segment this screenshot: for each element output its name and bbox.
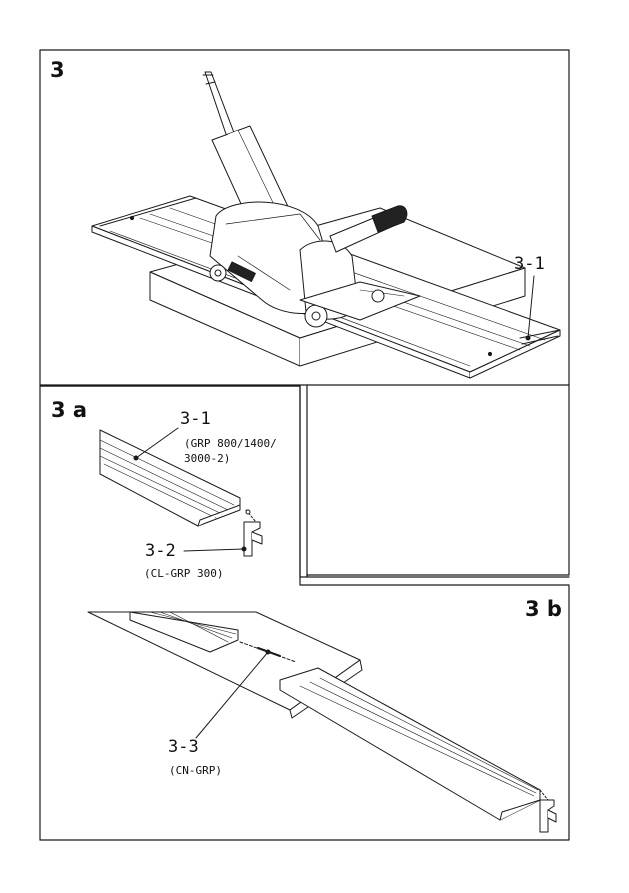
clamp-3b [539, 789, 557, 833]
callout-3-2: 3-2 [145, 541, 176, 561]
callout-3-1a-leader [133, 427, 179, 461]
panel-3-frame [39, 49, 570, 386]
panel-3-right-extension [306, 384, 570, 578]
rail-left-3b [129, 611, 239, 653]
rail-3a [99, 429, 241, 527]
callout-3-3: 3-3 [168, 737, 199, 757]
connector-model-note: (CN-GRP) [169, 764, 222, 777]
clamp-3-2 [243, 509, 263, 557]
callout-3-1: 3-1 [514, 254, 545, 274]
wall-chaser-machine [202, 71, 421, 328]
callout-3-1a: 3-1 [180, 409, 211, 429]
clamp-model-note: (CL-GRP 300) [144, 567, 224, 580]
panel-3a-number: 3 a [51, 398, 88, 422]
callout-3-1-leader [525, 275, 535, 341]
callout-3-3-leader [195, 649, 271, 739]
panel-3-number: 3 [50, 58, 65, 82]
panel-3-3a-outline [39, 385, 570, 841]
rail-model-note-line2: 3000-2) [184, 452, 231, 465]
rail-model-note-line1: (GRP 800/1400/ [184, 437, 277, 450]
rail-right-3b [279, 667, 541, 821]
panel-3b-number: 3 b [525, 597, 562, 621]
callout-3-2-leader [183, 546, 247, 552]
